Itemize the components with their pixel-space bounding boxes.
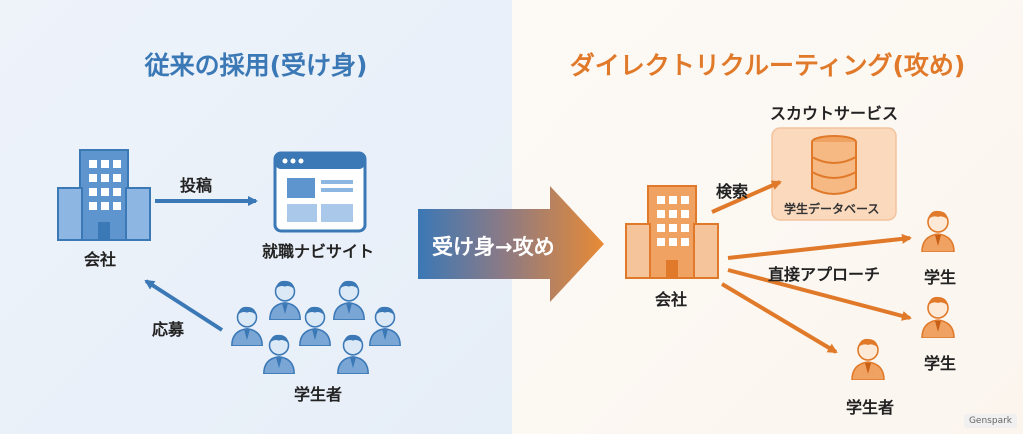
student-label-3: 学生者: [846, 398, 895, 417]
database-icon: [771, 127, 897, 221]
transition-label: 受け身→攻め: [432, 235, 555, 259]
site-label: 就職ナビサイト: [262, 242, 375, 261]
students-group-icon: [231, 280, 401, 374]
post-label: 投稿: [180, 176, 213, 195]
person-icon: [921, 210, 955, 252]
transition-arrow: [418, 186, 604, 302]
search-label: 検索: [716, 182, 749, 201]
watermark: Genspark: [963, 414, 1017, 428]
building-icon-left: [57, 149, 151, 241]
apply-label: 応募: [152, 320, 185, 339]
left-title: 従来の採用(受け身): [144, 51, 368, 80]
person-icon: [333, 280, 365, 320]
person-icon: [263, 334, 295, 374]
company-label-left: 会社: [84, 250, 117, 269]
approach-arrow-3: [720, 282, 838, 354]
database-label: 学生データベース: [784, 202, 880, 216]
person-icon: [921, 296, 955, 338]
approach-arrow-1: [727, 233, 912, 260]
person-icon: [337, 334, 369, 374]
person-icon: [269, 280, 301, 320]
person-icon: [231, 306, 263, 346]
browser-window-icon: [273, 151, 367, 233]
person-icon: [369, 306, 401, 346]
company-label-right: 会社: [655, 290, 688, 309]
direct-approach-label: 直接アプローチ: [768, 265, 881, 284]
search-arrow: [711, 180, 782, 214]
students-label-left: 学生者: [294, 385, 343, 404]
apply-arrow: [144, 279, 224, 332]
right-title: ダイレクトリクルーティング(攻め): [569, 51, 966, 80]
person-icon: [851, 338, 885, 380]
person-icon: [299, 306, 331, 346]
building-icon-right: [625, 185, 719, 279]
student-label-1: 学生: [924, 268, 957, 287]
student-label-2: 学生: [924, 354, 957, 373]
scout-service-label: スカウトサービス: [770, 104, 899, 123]
approach-arrow-2: [727, 268, 912, 321]
